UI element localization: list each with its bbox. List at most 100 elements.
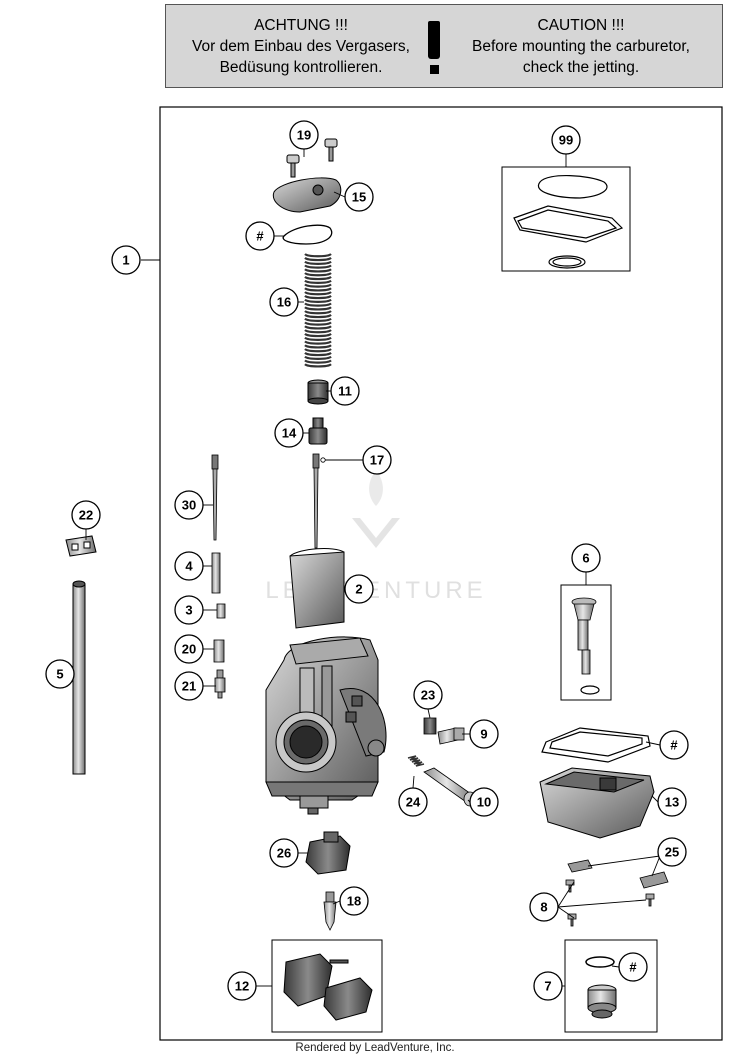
callout-c24: 24 <box>398 787 428 817</box>
leader-line <box>332 900 341 905</box>
leader-line <box>651 795 659 803</box>
callout-c26: 26 <box>269 838 299 868</box>
callout-number: 20 <box>182 642 196 657</box>
spring-coil <box>304 283 332 288</box>
screw-23 <box>423 717 437 735</box>
callout-circle <box>659 730 689 760</box>
caution-german-line1: Vor dem Einbau des Vergasers, <box>192 38 410 55</box>
spring-coil <box>304 359 332 364</box>
caution-german-title: ACHTUNG !!! <box>254 17 348 34</box>
needle-30-part <box>211 454 219 541</box>
callout-c19: 19 <box>289 120 319 150</box>
callout-c2: 2 <box>344 574 374 604</box>
callout-circle <box>529 892 559 922</box>
jet-needle <box>312 453 326 549</box>
spring-coil <box>304 275 332 281</box>
jet-21 <box>214 669 226 699</box>
caution-english: CAUTION !!! Before mounting the carburet… <box>446 15 716 78</box>
spring-coil <box>304 253 332 258</box>
spring-coil <box>304 256 332 262</box>
spring-coil <box>304 287 332 292</box>
callout-number: 12 <box>235 979 249 994</box>
spring-24 <box>407 755 425 767</box>
spring-coil <box>304 268 332 273</box>
callout-number: # <box>629 960 637 975</box>
callout-circle <box>289 120 319 150</box>
callout-number: 17 <box>370 453 384 468</box>
choke-plunger-6 <box>571 597 600 695</box>
callout-number: 3 <box>185 603 192 618</box>
callout-number: 10 <box>477 795 491 810</box>
float-bowl-13 <box>539 767 655 839</box>
callout-number: 26 <box>277 846 291 861</box>
callout-c16: 16 <box>269 287 299 317</box>
callout-c7: 7 <box>533 971 563 1001</box>
callout-circle <box>469 719 499 749</box>
top-cover-15 <box>272 177 342 213</box>
callout-number: 24 <box>406 795 421 810</box>
spring-coil <box>304 351 332 357</box>
callout-c3: 3 <box>174 595 204 625</box>
clip-22 <box>65 535 97 557</box>
needle-holder-14 <box>308 417 328 445</box>
callout-circle <box>618 952 648 982</box>
callout-c15: 15 <box>344 182 374 212</box>
callout-c8: 8 <box>529 892 559 922</box>
spring-coil <box>304 298 332 303</box>
brackets-25 <box>567 859 669 889</box>
callout-c23: 23 <box>413 680 443 710</box>
spring-coil <box>304 294 332 300</box>
callout-number: 9 <box>480 727 487 742</box>
spring-coil <box>304 336 332 341</box>
callout-number: 18 <box>347 894 361 909</box>
callout-number: 1 <box>122 253 129 268</box>
callout-circle <box>657 787 687 817</box>
callout-c10: 10 <box>469 787 499 817</box>
exclamation-icon <box>428 21 440 74</box>
callout-c21: 21 <box>174 671 204 701</box>
callout-circle <box>227 971 257 1001</box>
callout-number: 15 <box>352 190 366 205</box>
callout-circle <box>551 125 581 155</box>
leader-line <box>333 191 346 198</box>
callout-circle <box>469 787 499 817</box>
callout-c11: 11 <box>330 376 360 406</box>
callout-c30: 30 <box>174 490 204 520</box>
callout-number: 30 <box>182 498 196 513</box>
leader-line <box>651 855 661 877</box>
callout-circle <box>339 886 369 916</box>
spring-coil <box>304 279 332 284</box>
callout-c18: 18 <box>339 886 369 916</box>
callout-circle <box>174 595 204 625</box>
spring-coil <box>304 332 332 338</box>
leader-line <box>557 899 647 908</box>
callout-hash-b: # <box>659 730 689 760</box>
callout-c14: 14 <box>274 418 304 448</box>
callout-hash-c: # <box>618 952 648 982</box>
callout-circle <box>245 221 275 251</box>
callout-c13: 13 <box>657 787 687 817</box>
callout-circle <box>174 634 204 664</box>
callout-circle <box>533 971 563 1001</box>
leader-lines <box>85 149 661 987</box>
callout-circle <box>174 490 204 520</box>
spring-coil <box>304 355 332 360</box>
callout-circle <box>274 418 304 448</box>
callout-c5: 5 <box>45 659 75 689</box>
callout-circle <box>45 659 75 689</box>
spring-coil <box>304 325 332 330</box>
kit-99-box <box>501 166 631 272</box>
callout-c17: 17 <box>362 445 392 475</box>
caution-german-line2: Bedüsung kontrollieren. <box>219 59 383 76</box>
spring-coil <box>304 344 332 349</box>
callout-number: 99 <box>559 133 573 148</box>
leader-line <box>557 906 575 919</box>
spring-coil <box>304 329 332 334</box>
cover-gasket <box>282 224 333 245</box>
callout-c20: 20 <box>174 634 204 664</box>
throttle-slide-2 <box>289 548 345 629</box>
callout-c99: 99 <box>551 125 581 155</box>
spring-coil <box>304 340 332 345</box>
callout-number: 22 <box>79 508 93 523</box>
